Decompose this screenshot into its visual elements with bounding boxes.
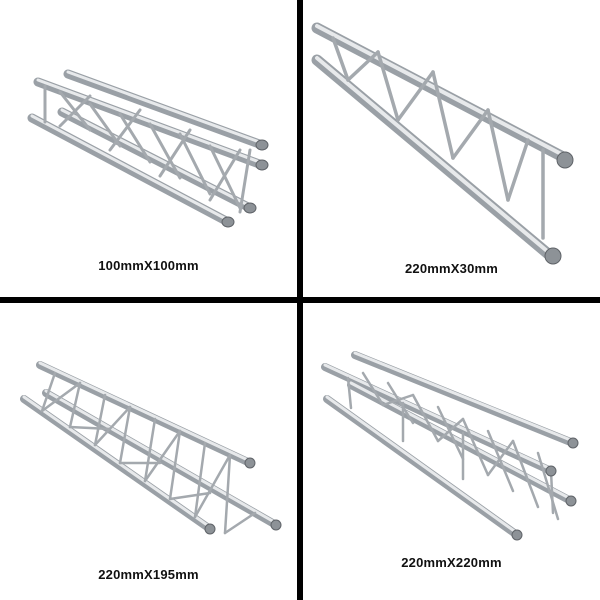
truss-image-220x195 (20, 361, 282, 535)
truss-caption-100x100: 100mmX100mm (98, 258, 199, 273)
truss-image-100x100 (27, 69, 269, 228)
truss-caption-220x220: 220mmX220mm (401, 555, 502, 570)
truss-panel-220x220: 220mmX220mm (303, 303, 600, 600)
truss-image-220x220 (321, 351, 579, 541)
truss-image-220x30 (311, 22, 574, 265)
truss-panel-100x100: 100mmX100mm (0, 0, 297, 297)
truss-panel-220x195: 220mmX195mm (0, 303, 297, 600)
truss-caption-220x195: 220mmX195mm (98, 567, 199, 582)
truss-panel-220x30: 220mmX30mm (303, 0, 600, 297)
truss-caption-220x30: 220mmX30mm (404, 261, 499, 276)
